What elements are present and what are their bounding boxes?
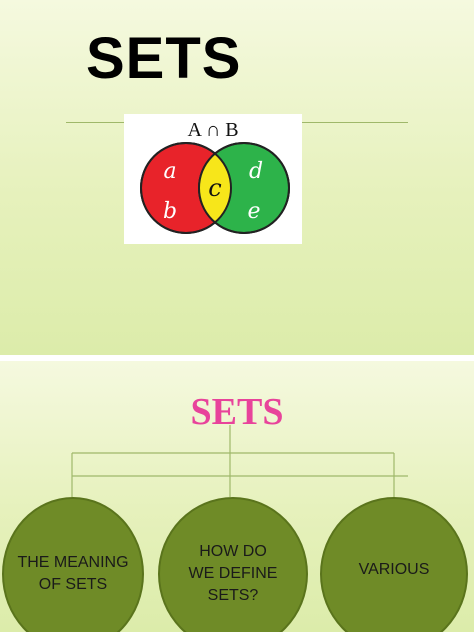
node-define-sets[interactable]: HOW DO WE DEFINE SETS? <box>158 497 308 632</box>
tree-connectors <box>71 425 408 497</box>
venn-diagram-svg: A ∩ B a b c d e <box>140 119 290 234</box>
slide-1: SETS A ∩ B a b c d e <box>0 0 474 355</box>
title-rule-right <box>302 122 408 123</box>
venn-diagram: A ∩ B a b c d e <box>124 114 302 244</box>
set-a-outline <box>140 142 232 234</box>
node-define-label: HOW DO WE DEFINE SETS? <box>188 543 278 604</box>
node-various[interactable]: VARIOUS <box>320 497 468 632</box>
element-a: a <box>163 159 176 184</box>
node-various-label: VARIOUS <box>358 561 430 578</box>
slide-1-title: SETS <box>86 26 242 91</box>
element-e: e <box>247 199 260 224</box>
node-meaning-of-sets[interactable]: THE MEANING OF SETS <box>2 497 144 632</box>
node-meaning-label: THE MEANING OF SETS <box>17 554 129 593</box>
intersection-region <box>199 143 231 233</box>
slide-2: SETS THE MEANING OF SETS HOW DO WE DEFIN… <box>0 361 474 632</box>
set-b-outline <box>198 142 290 234</box>
element-b: b <box>163 199 177 224</box>
element-c: c <box>208 174 221 202</box>
title-rule-left <box>66 122 124 123</box>
slide-2-title: SETS <box>190 391 284 433</box>
venn-header-label: A ∩ B <box>187 119 238 141</box>
element-d: d <box>249 159 263 184</box>
